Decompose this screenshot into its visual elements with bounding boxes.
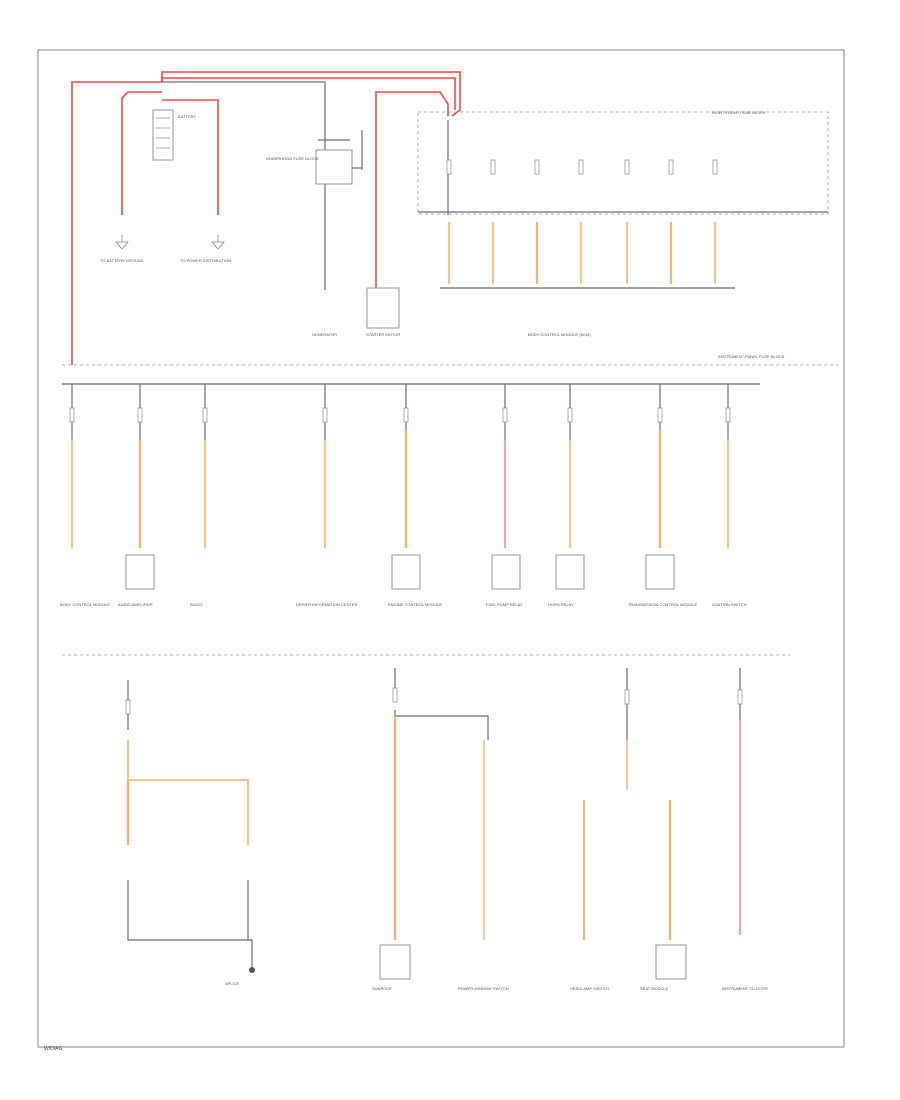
- mid-component-boxes: [125, 554, 675, 590]
- row1-label: RADIO: [190, 602, 203, 607]
- right-drops: [583, 668, 743, 980]
- top-mid-ground-label: TO POWER DISTRIBUTION: [180, 258, 231, 263]
- battery-feed-wires: [71, 71, 461, 365]
- row2-label: SUNROOF: [372, 986, 393, 991]
- row1-label: BODY CONTROL MODULE: [60, 602, 110, 607]
- row1-label: AUDIO AMPLIFIER: [118, 602, 153, 607]
- row2-label: INSTRUMENT CLUSTER: [722, 986, 768, 991]
- footer-code: W/DIAG: [44, 1046, 62, 1052]
- row2-labels: SPLICE SUNROOF POWER WINDOW SWITCH HEADL…: [225, 981, 768, 991]
- battery-label: BATTERY: [178, 114, 196, 119]
- fuse: [668, 159, 674, 175]
- diagram-frame: [37, 49, 845, 1048]
- mid-fuses: [69, 407, 731, 423]
- fuse: [624, 159, 630, 175]
- underhood-box-label: UNDERHOOD FUSE BLOCK: [266, 156, 319, 161]
- right-fuse-block-outline: [417, 111, 829, 215]
- fuse: [712, 159, 718, 175]
- row1-label: DRIVER INFORMATION CENTER: [296, 602, 358, 607]
- starter-motor-box: [366, 287, 400, 329]
- fuse: [490, 159, 496, 175]
- fuse: [446, 159, 452, 175]
- starter-label: STARTER MOTOR: [366, 332, 400, 337]
- bcm-feed-wires: [448, 222, 716, 284]
- generator-label: GENERATOR: [312, 332, 337, 337]
- top-fuses: [446, 159, 718, 175]
- center-drops: [379, 668, 489, 980]
- battery-symbol: [152, 109, 174, 161]
- bcm-label: BODY CONTROL MODULE (BCM): [528, 332, 591, 337]
- row1-label: FUEL PUMP RELAY: [486, 602, 523, 607]
- row2-label: HEADLAMP SWITCH: [570, 986, 609, 991]
- right-fuse-block-label: RIGHT FRONT FUSE BLOCK: [712, 110, 766, 115]
- row2-label: POWER WINDOW SWITCH: [458, 986, 509, 991]
- row1-label: ENGINE CONTROL MODULE: [388, 602, 442, 607]
- left-relay-wires: [125, 680, 255, 973]
- fuse: [578, 159, 584, 175]
- row1-label: TRANSMISSION CONTROL MODULE: [628, 602, 698, 607]
- fuse: [534, 159, 540, 175]
- ip-fuse-block-label: INSTRUMENT PANEL FUSE BLOCK: [718, 354, 785, 359]
- row1-labels: BODY CONTROL MODULE AUDIO AMPLIFIER RADI…: [60, 602, 747, 607]
- mid-fuse-drops: [71, 384, 729, 440]
- top-black-wires: [162, 81, 363, 290]
- top-left-ground-label: TO BATTERY GROUND: [100, 258, 144, 263]
- row1-label: HORN RELAY: [548, 602, 574, 607]
- top-ground-symbols: [115, 235, 225, 250]
- row2-label: SEAT MODULE: [640, 986, 669, 991]
- mid-output-wires: [71, 430, 729, 548]
- row2-label: SPLICE: [225, 981, 240, 986]
- row1-label: IGNITION SWITCH: [712, 602, 747, 607]
